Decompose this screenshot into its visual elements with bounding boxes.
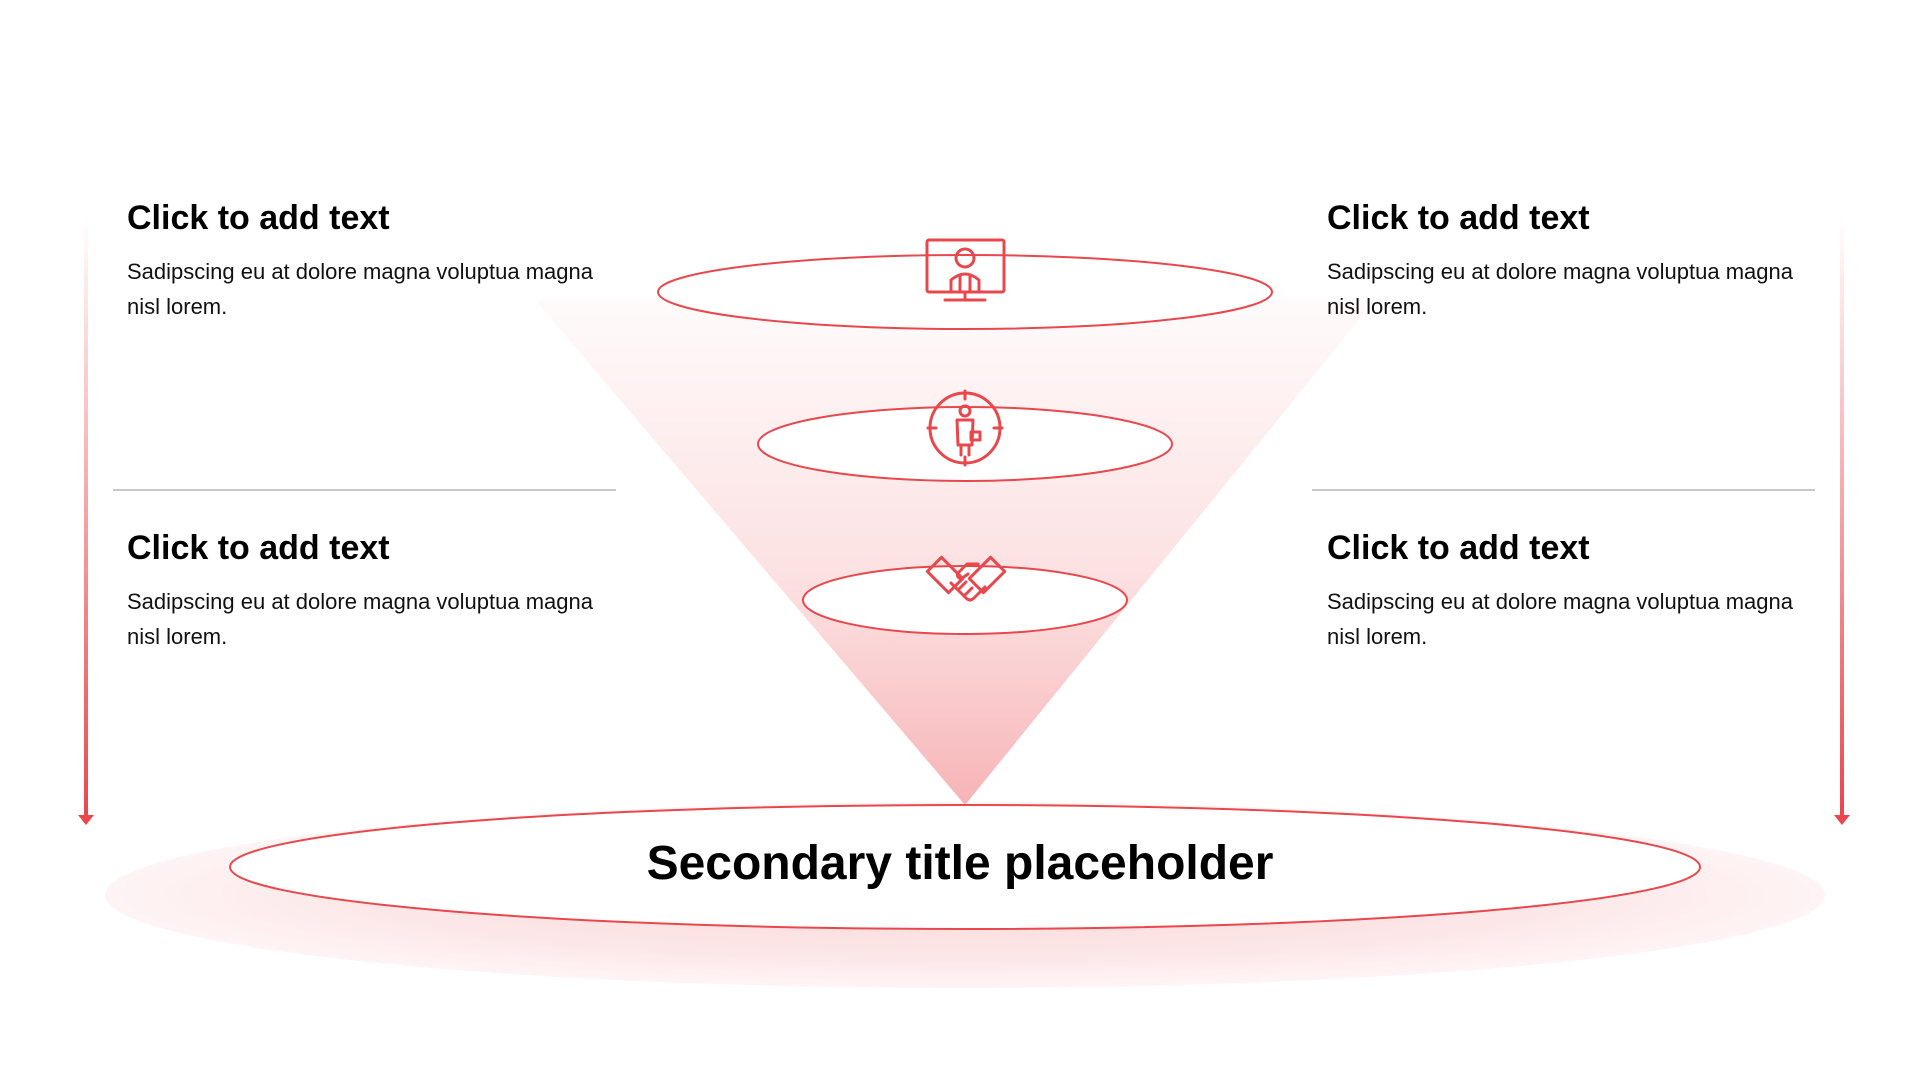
block-body[interactable]: Sadipscing eu at dolore magna voluptua m… — [127, 259, 593, 319]
block-heading[interactable]: Click to add text — [127, 529, 390, 567]
monitor-person-icon — [925, 238, 1006, 302]
block-heading[interactable]: Click to add text — [1327, 199, 1590, 237]
right-arrow — [1834, 215, 1850, 825]
base-ring — [229, 804, 1701, 930]
funnel-cone — [535, 300, 1375, 805]
secondary-title[interactable]: Secondary title placeholder — [646, 837, 1274, 890]
handshake-icon — [925, 555, 1007, 602]
left-arrow — [78, 215, 94, 825]
target-person-icon — [926, 389, 1004, 467]
block-body[interactable]: Sadipscing eu at dolore magna voluptua m… — [1327, 589, 1793, 649]
block-body[interactable]: Sadipscing eu at dolore magna voluptua m… — [127, 589, 593, 649]
block-body[interactable]: Sadipscing eu at dolore magna voluptua m… — [1327, 259, 1793, 319]
text-block-top-right[interactable]: Click to add text Sadipscing eu at dolor… — [1327, 198, 1797, 324]
block-heading[interactable]: Click to add text — [127, 199, 390, 237]
block-heading[interactable]: Click to add text — [1327, 529, 1590, 567]
text-block-bottom-left[interactable]: Click to add text Sadipscing eu at dolor… — [127, 528, 597, 654]
text-block-top-left[interactable]: Click to add text Sadipscing eu at dolor… — [127, 198, 597, 324]
text-block-bottom-right[interactable]: Click to add text Sadipscing eu at dolor… — [1327, 528, 1797, 654]
